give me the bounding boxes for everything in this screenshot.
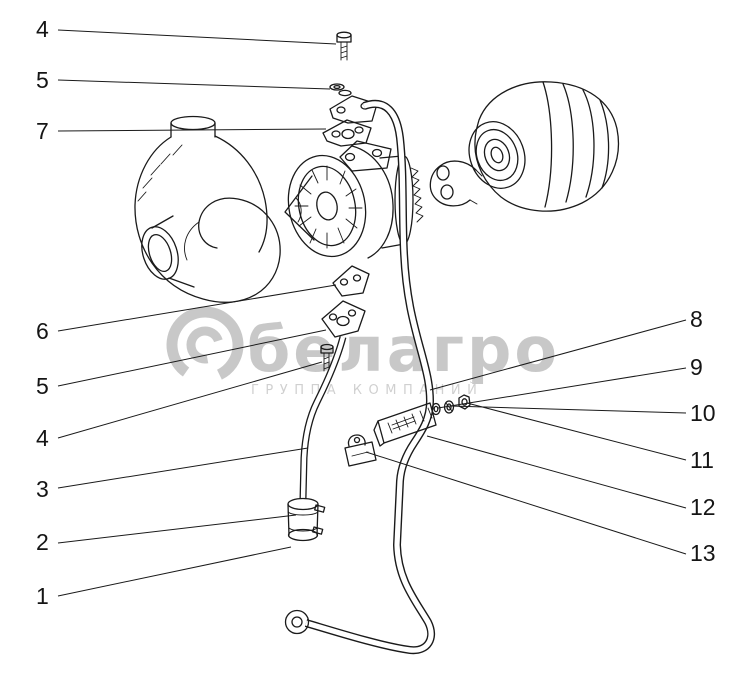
leader-11 <box>466 402 687 461</box>
drain-pipe-drawing <box>299 336 347 500</box>
turbine-housing-drawing <box>134 115 281 303</box>
leader-6 <box>57 284 337 332</box>
gasket-6-drawing <box>332 265 370 297</box>
leader-10 <box>450 405 687 414</box>
callout-5-bottom: 5 <box>36 373 49 399</box>
gasket-7-drawing <box>322 119 372 147</box>
callout-13: 13 <box>690 540 716 566</box>
leader-13 <box>365 451 687 555</box>
callout-6: 6 <box>36 318 49 344</box>
callout-11: 11 <box>690 447 714 473</box>
callout-2: 2 <box>36 529 49 555</box>
leader-8 <box>429 319 687 391</box>
leader-9 <box>437 367 687 409</box>
watermark-subtitle: ГРУППА КОМПАНИЙ <box>251 382 483 398</box>
bolt-lower-drawing <box>320 343 334 372</box>
watermark: белагро ГРУППА КОМПАНИЙ <box>166 306 560 398</box>
leader-4-top <box>57 29 337 45</box>
callout-1: 1 <box>36 583 49 609</box>
pipe-flange-top-drawing <box>329 95 378 124</box>
callout-5-top: 5 <box>36 67 49 93</box>
oil-supply-pipe-drawing <box>284 99 436 655</box>
callout-4-top: 4 <box>36 16 49 42</box>
callout-4-bottom: 4 <box>36 425 49 451</box>
callout-9: 9 <box>690 354 703 380</box>
leader-3 <box>57 447 309 489</box>
callout-10: 10 <box>690 400 716 426</box>
leader-2 <box>57 514 297 544</box>
watermark-logo-icon <box>166 306 244 384</box>
compressor-assembly-drawing <box>429 81 620 212</box>
leader-1 <box>57 546 292 597</box>
flange-lower-drawing <box>321 300 366 338</box>
leader-12 <box>426 435 687 509</box>
callout-8: 8 <box>690 306 703 332</box>
leader-lines <box>57 29 687 597</box>
bracket-drawing <box>373 402 437 447</box>
leader-5-bottom <box>57 329 327 387</box>
leader-7 <box>57 128 327 132</box>
washer-top-drawing <box>329 83 352 97</box>
clamp-drawing <box>344 434 377 467</box>
leader-4-bottom <box>57 361 323 439</box>
leader-5-top <box>57 79 331 90</box>
coupling-hose-drawing <box>287 497 326 542</box>
washer-drawing <box>431 402 441 416</box>
callout-3: 3 <box>36 476 49 502</box>
callout-12: 12 <box>690 494 716 520</box>
watermark-brand: белагро <box>247 313 560 386</box>
bolt-top-drawing <box>336 31 352 61</box>
callout-7: 7 <box>36 118 49 144</box>
